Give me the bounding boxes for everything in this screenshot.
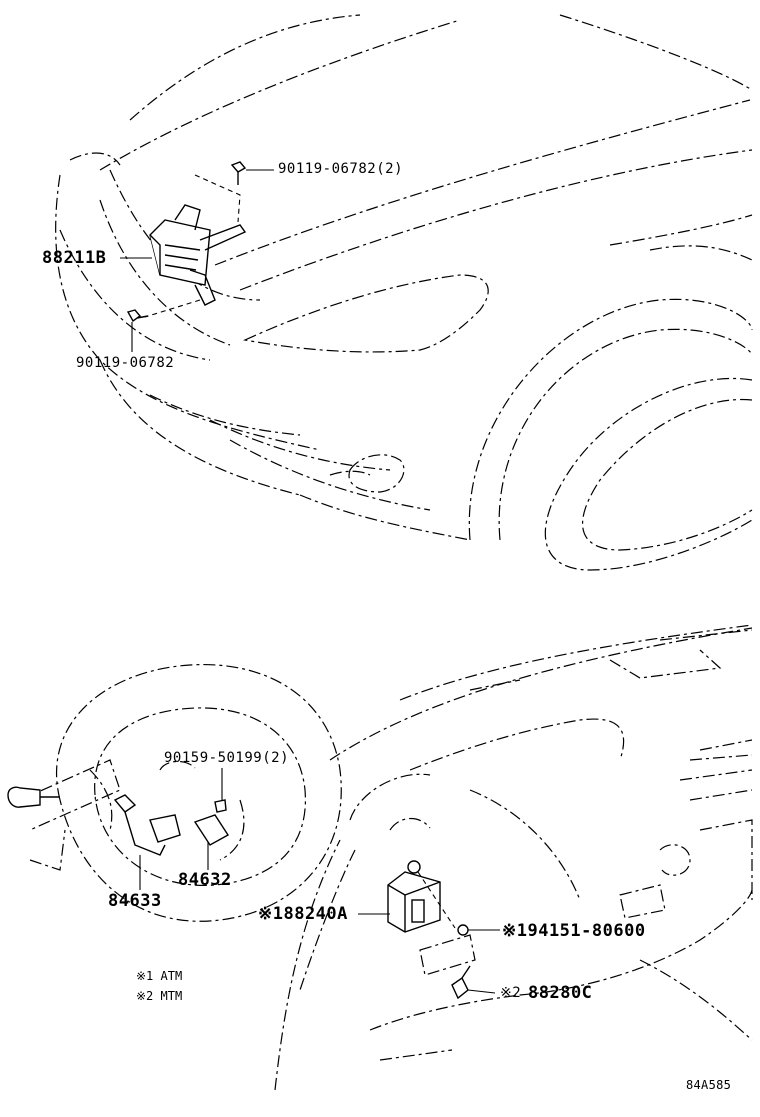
relay-icon	[451, 965, 471, 1000]
callout-bolt-top: 90119-06782(2)	[278, 161, 404, 177]
steering-wheel-outline	[19, 663, 342, 922]
paddle-switch-icon	[113, 794, 229, 856]
callout-clip: ※194151-80600	[502, 921, 646, 941]
callout-ecu: ※188240A	[258, 904, 348, 924]
callout-screw-wheel: 90159-50199(2)	[164, 750, 290, 766]
bolt-top-icon	[230, 161, 247, 185]
bolt-front-icon	[126, 309, 149, 323]
stalk-lever-icon	[7, 786, 60, 808]
sensor-assembly	[144, 174, 247, 318]
ecu-module-icon	[387, 860, 456, 933]
legend: ※1 ATM ※2 MTM	[136, 966, 182, 1006]
clip-icon	[457, 924, 469, 936]
leader-relay	[467, 989, 496, 994]
callout-sensor: 88211B	[42, 248, 107, 268]
callout-switch-84632: 84632	[178, 870, 232, 890]
legend-note-2: ※2 MTM	[136, 989, 183, 1003]
legend-note-1: ※1 ATM	[136, 969, 183, 983]
callout-switch-84633: 84633	[108, 891, 162, 911]
callout-relay-mark: ※2	[500, 985, 522, 1001]
figure-code: 84A585	[686, 1078, 732, 1092]
callout-bolt-front: 90119-06782	[76, 355, 175, 371]
car-front-outline	[55, 14, 753, 571]
dashboard-outline	[274, 624, 753, 1091]
callout-relay: 88280C	[528, 983, 593, 1003]
